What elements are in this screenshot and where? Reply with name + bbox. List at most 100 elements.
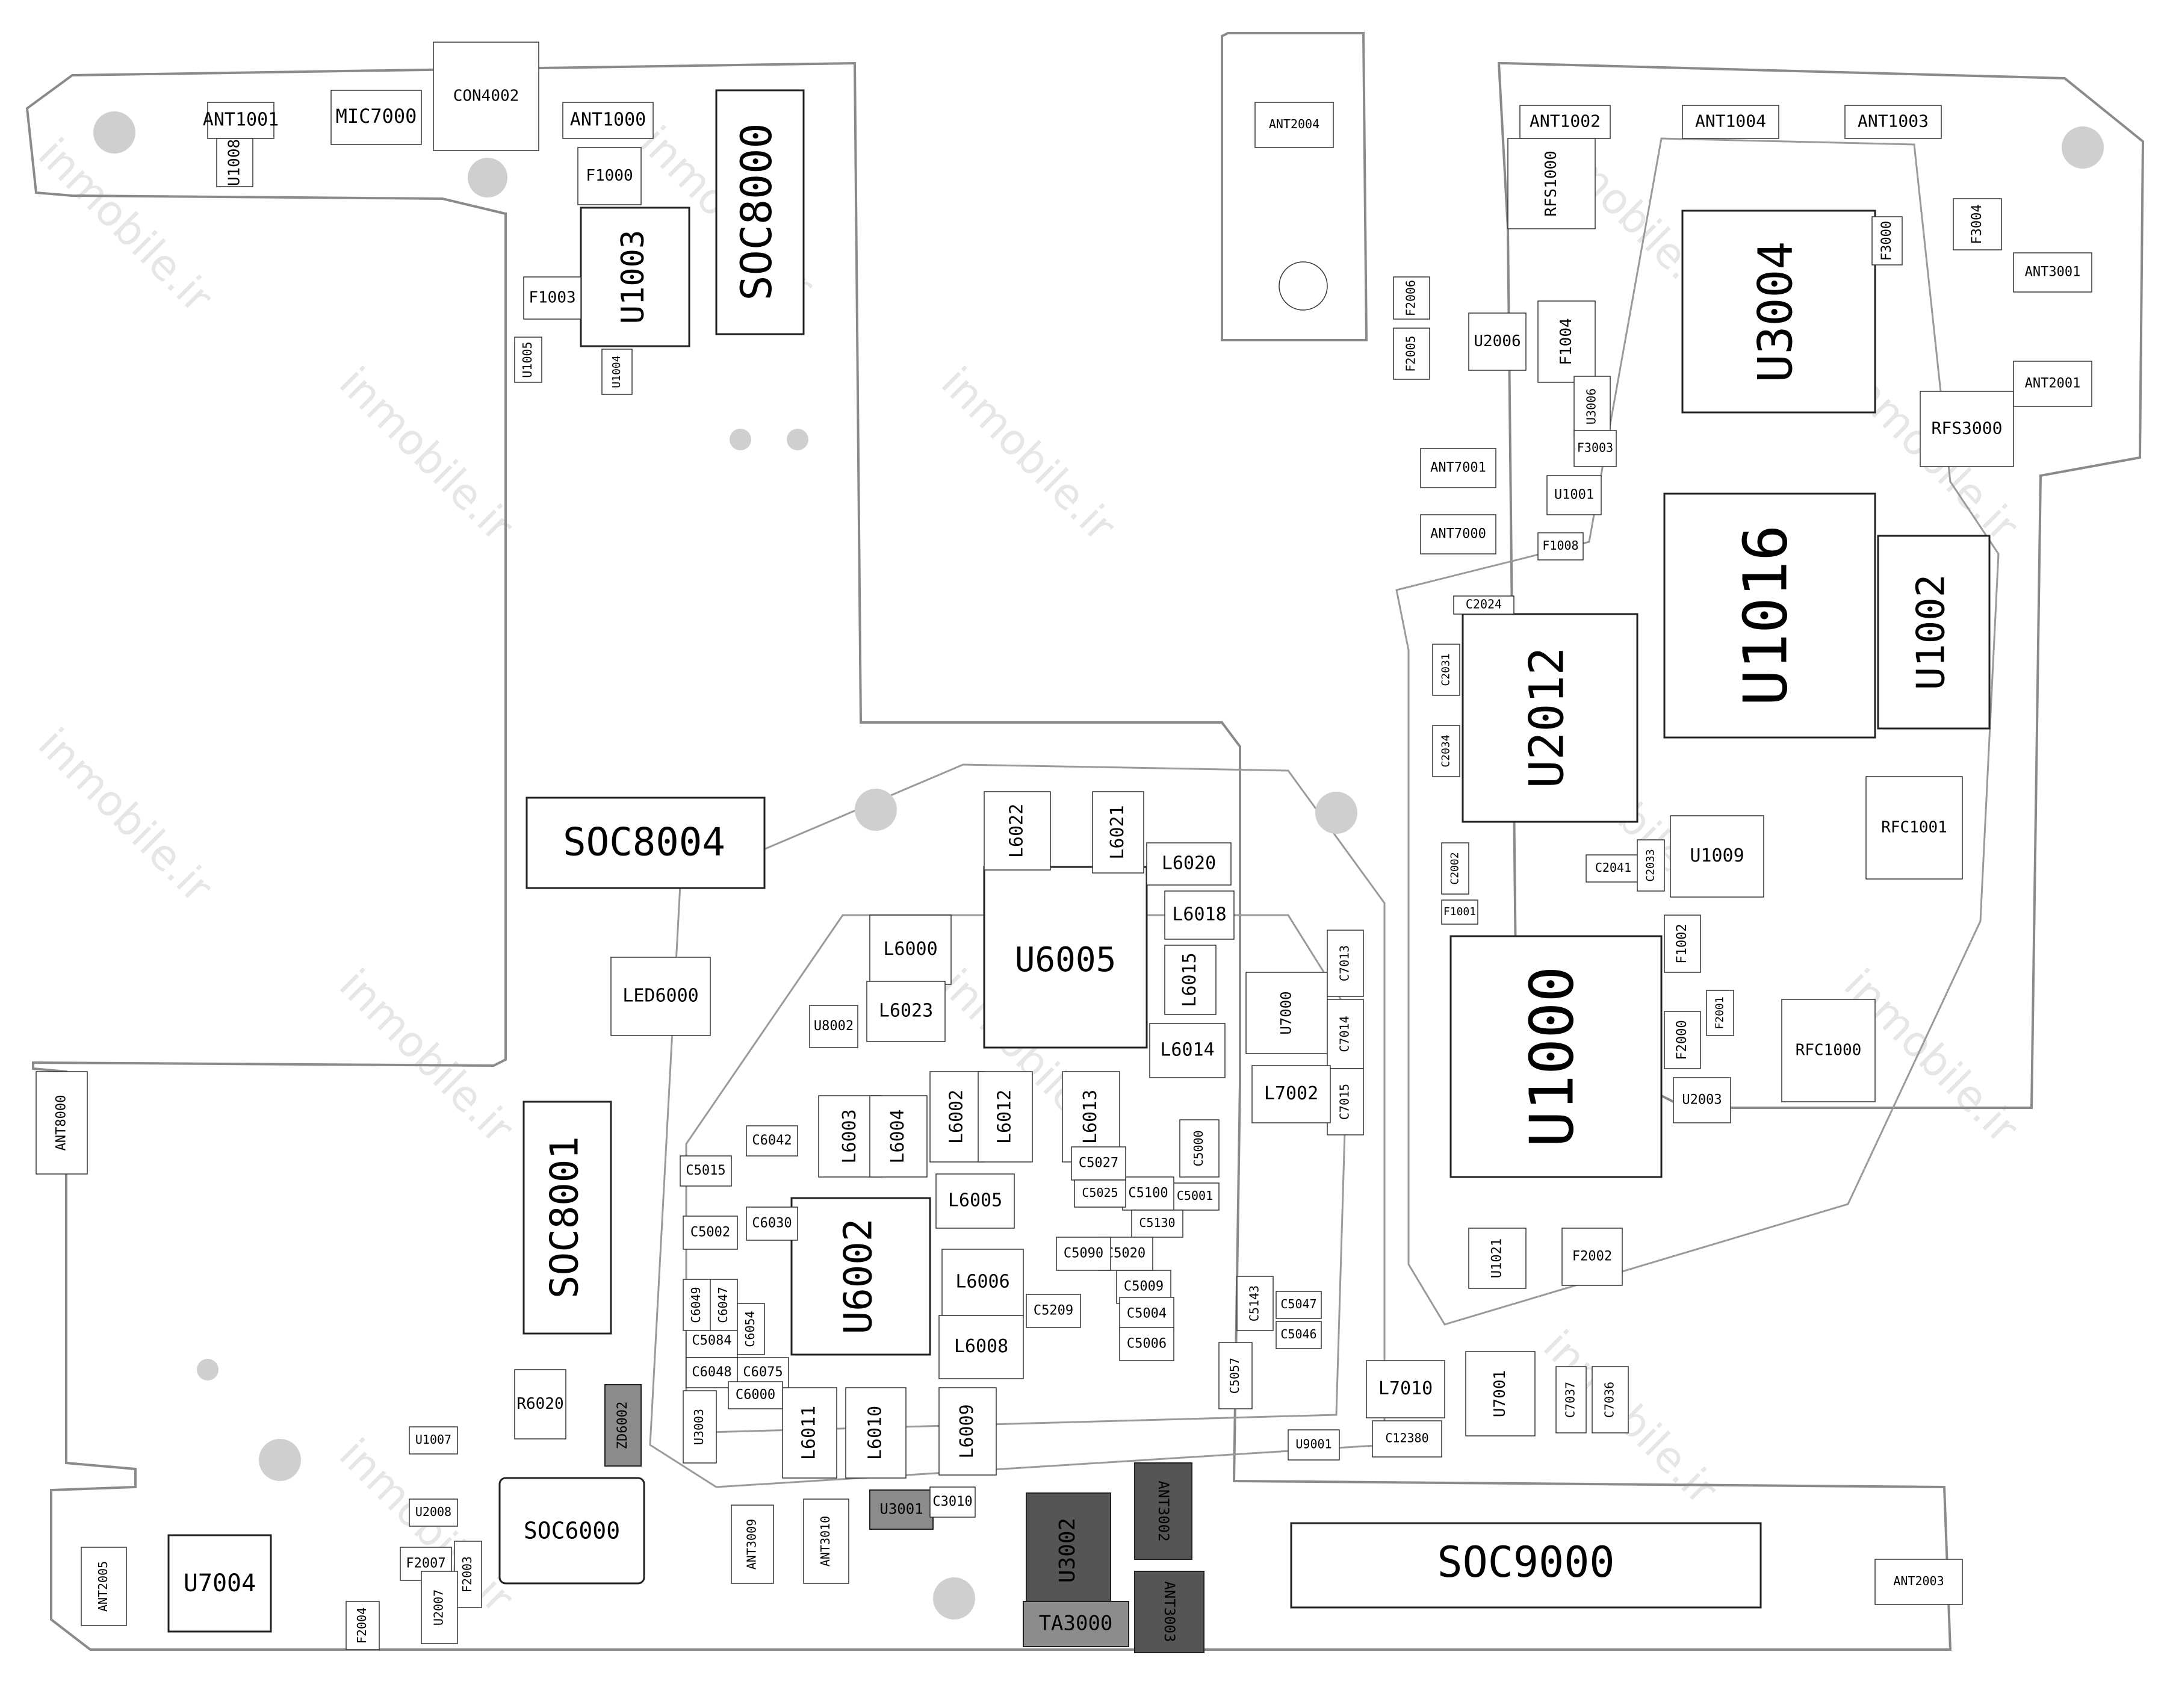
component-L7002-label: L7002 xyxy=(1264,1083,1318,1104)
component-ANT3009 xyxy=(731,1505,774,1584)
component-C5046-label: C5046 xyxy=(1280,1327,1316,1341)
component-SOC9000 xyxy=(1290,1522,1762,1609)
component-U6002-label: U6002 xyxy=(837,1219,881,1335)
component-CON4002-label: CON4002 xyxy=(453,87,519,105)
component-F1004-label: F1004 xyxy=(1557,318,1575,365)
component-ANT3001-label: ANT3001 xyxy=(2025,265,2081,280)
component-L6023 xyxy=(866,981,946,1042)
watermark-8: inmobile.ir xyxy=(330,960,523,1153)
component-L6004 xyxy=(869,1095,928,1178)
component-C7013-label: C7013 xyxy=(1338,945,1352,981)
component-C6054-label: C6054 xyxy=(743,1311,757,1347)
component-L6006 xyxy=(941,1249,1024,1316)
component-L7010-label: L7010 xyxy=(1378,1378,1433,1399)
component-F1008 xyxy=(1537,532,1584,561)
component-L6022-label: L6022 xyxy=(1006,804,1028,858)
component-L6018-label: L6018 xyxy=(1172,904,1226,925)
component-L6014-label: L6014 xyxy=(1160,1040,1214,1061)
component-U2012-label: U2012 xyxy=(1520,647,1574,789)
mounting-hole-8 xyxy=(730,429,751,450)
component-F1003-label: F1003 xyxy=(529,289,575,307)
component-U1016 xyxy=(1663,492,1876,739)
component-C5047-label: C5047 xyxy=(1280,1297,1316,1311)
component-U7004-label: U7004 xyxy=(184,1570,256,1597)
component-F1000 xyxy=(577,147,642,205)
component-ANT2004 xyxy=(1254,102,1334,148)
component-L6009 xyxy=(938,1387,997,1476)
component-L6009-label: L6009 xyxy=(956,1404,978,1458)
component-C2031-label: C2031 xyxy=(1440,653,1452,686)
component-C2002-label: C2002 xyxy=(1449,852,1462,884)
component-C6048-label: C6048 xyxy=(692,1365,731,1380)
component-RFC1001-label: RFC1001 xyxy=(1881,819,1947,837)
component-C3010 xyxy=(929,1486,976,1518)
component-ANT1001-label: ANT1001 xyxy=(203,110,279,131)
component-U1005-label: U1005 xyxy=(520,341,535,377)
component-U2012 xyxy=(1462,613,1638,823)
component-U1016-label: U1016 xyxy=(1730,524,1800,706)
component-L6004-label: L6004 xyxy=(887,1109,908,1163)
component-C5027 xyxy=(1071,1146,1126,1181)
component-U1002 xyxy=(1877,535,1991,730)
component-F1001 xyxy=(1441,899,1478,925)
component-U1007 xyxy=(409,1426,458,1455)
component-U1000-label: U1000 xyxy=(1516,966,1587,1147)
component-C2002 xyxy=(1441,842,1469,895)
component-U6005-label: U6005 xyxy=(1015,940,1117,980)
component-RFS1000-label: RFS1000 xyxy=(1542,151,1560,217)
component-SOC8004 xyxy=(525,797,766,889)
mounting-hole-bothhole xyxy=(1279,261,1328,311)
component-C5025 xyxy=(1074,1179,1126,1208)
component-U1005 xyxy=(514,337,542,383)
component-U1003-label: U1003 xyxy=(615,230,651,325)
component-MIC7000 xyxy=(330,90,422,145)
component-F2005 xyxy=(1393,328,1430,380)
mounting-hole-7 xyxy=(933,1577,975,1619)
component-C5209 xyxy=(1026,1294,1081,1328)
component-SOC6000-label: SOC6000 xyxy=(524,1518,620,1544)
component-C5046 xyxy=(1276,1321,1322,1349)
component-ANT2005-label: ANT2005 xyxy=(96,1561,110,1612)
component-F3004 xyxy=(1953,198,2002,250)
component-C2034-label: C2034 xyxy=(1440,734,1452,767)
component-U7004 xyxy=(167,1534,272,1633)
component-C6030 xyxy=(746,1206,798,1241)
component-F2005-label: F2005 xyxy=(1404,335,1418,371)
component-L6014 xyxy=(1149,1023,1226,1078)
component-C5057 xyxy=(1218,1342,1253,1409)
component-F2004-label: F2004 xyxy=(355,1607,369,1644)
component-C6042 xyxy=(746,1125,798,1157)
component-ANT1000 xyxy=(562,102,654,139)
component-C5000-label: C5000 xyxy=(1191,1130,1206,1166)
component-F2000-label: F2000 xyxy=(1675,1020,1690,1060)
component-RFC1000-label: RFC1000 xyxy=(1796,1042,1862,1060)
component-U1008-label: U1008 xyxy=(226,139,244,186)
component-ANT3009-label: ANT3009 xyxy=(745,1519,759,1570)
component-U1021-label: U1021 xyxy=(1490,1238,1505,1278)
component-C5006 xyxy=(1119,1327,1174,1361)
component-ANT2001-label: ANT2001 xyxy=(2025,376,2081,391)
component-SOC8004-label: SOC8004 xyxy=(563,821,725,865)
component-L6012-label: L6012 xyxy=(994,1090,1015,1144)
component-U9001 xyxy=(1288,1429,1340,1461)
component-SOC8000-label: SOC8000 xyxy=(732,123,781,300)
component-SOC8000 xyxy=(715,89,805,335)
component-C5100 xyxy=(1122,1176,1174,1211)
component-C5009-label: C5009 xyxy=(1124,1279,1164,1294)
component-U1004-label: U1004 xyxy=(610,355,623,388)
component-C5006-label: C5006 xyxy=(1127,1337,1167,1352)
component-F3000-label: F3000 xyxy=(1879,221,1894,261)
component-U3003-label: U3003 xyxy=(692,1409,706,1445)
component-U1007-label: U1007 xyxy=(415,1432,451,1447)
component-F1003 xyxy=(523,276,581,320)
component-U3004-label: U3004 xyxy=(1749,241,1803,383)
component-ANT1004 xyxy=(1682,105,1779,139)
component-ZD6002-label: ZD6002 xyxy=(615,1402,630,1449)
component-L6011 xyxy=(782,1387,837,1479)
component-L6021-label: L6021 xyxy=(1107,805,1128,859)
component-ANT1000-label: ANT1000 xyxy=(570,110,646,131)
component-F3000 xyxy=(1871,216,1903,266)
component-U1008 xyxy=(216,138,253,187)
component-F3003-label: F3003 xyxy=(1577,441,1613,455)
component-ANT2004-label: ANT2004 xyxy=(1269,117,1319,131)
